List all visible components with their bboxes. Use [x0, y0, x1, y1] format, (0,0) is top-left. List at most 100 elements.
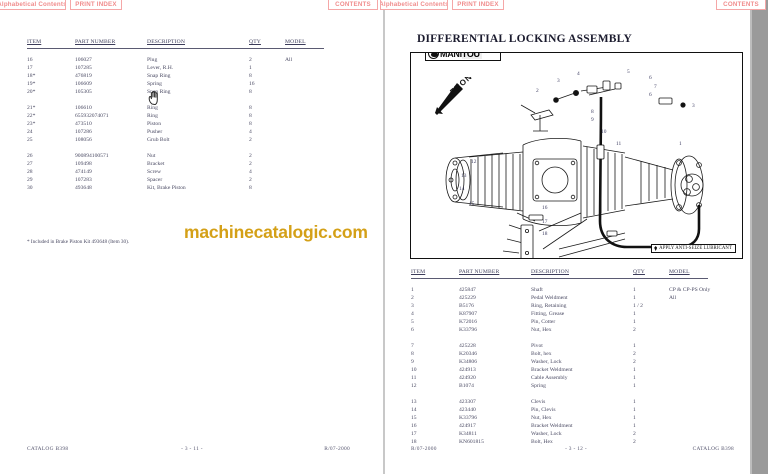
left-page-footer: CATALOG B398 - 3 - 11 - R/07-2000 — [0, 446, 384, 456]
cell-part: 476819 — [75, 73, 92, 79]
cell-desc: Piston — [147, 121, 161, 127]
col-header-model: MODEL — [669, 269, 690, 275]
cell-part: 425847 — [459, 287, 476, 293]
callout-3b: 3 — [692, 103, 695, 109]
cell-qty: 8 — [249, 185, 252, 191]
cell-qty: 1 — [633, 407, 636, 413]
col-header-desc: DESCRIPTION — [531, 269, 570, 275]
table-group-gap — [27, 144, 327, 152]
cell-qty: 2 — [633, 359, 636, 365]
assembly-figure: MANITOU FRONT — [410, 52, 743, 259]
cell-part: K20346 — [459, 351, 478, 357]
cell-qty: 2 — [633, 431, 636, 437]
cell-qty: 1 — [249, 65, 252, 71]
cell-desc: Washer, Lock — [531, 431, 562, 437]
cell-desc: Screw — [147, 169, 161, 175]
col-header-item: ITEM — [27, 39, 42, 45]
cell-qty: 2 — [249, 177, 252, 183]
cell-desc: Nut, Hex — [531, 415, 552, 421]
cell-item: 9 — [411, 359, 414, 365]
nav-print-index-left[interactable]: PRINT INDEX — [70, 0, 122, 10]
nav-contents-right[interactable]: CONTENTS — [716, 0, 766, 10]
cell-part: 106610 — [75, 105, 92, 111]
nav-alphabetical-contents-left[interactable]: Alphabetical Contents — [0, 0, 66, 10]
anti-seize-lubricant-note: APPLY ANTI-SEIZE LUBRICANT — [651, 244, 736, 253]
cell-part: 105305 — [75, 89, 92, 95]
callout-15: 15 — [469, 201, 475, 207]
cell-item: 17 — [27, 65, 33, 71]
cell-desc: Bracket — [147, 161, 165, 167]
cell-desc: Snap Ring — [147, 89, 171, 95]
top-navigation-bar: Alphabetical Contents PRINT INDEX CONTEN… — [0, 0, 768, 12]
col-header-model: MODEL — [285, 39, 306, 45]
cell-qty: 2 — [633, 327, 636, 333]
cell-item: 26 — [27, 153, 33, 159]
site-watermark: machinecatalogic.com — [184, 222, 368, 242]
anti-seize-lubricant-text: APPLY ANTI-SEIZE LUBRICANT — [659, 246, 732, 251]
callout-1: 1 — [679, 141, 682, 147]
page-gutter-divider — [383, 0, 385, 474]
table-header-row: ITEM PART NUMBER DESCRIPTION QTY MODEL — [411, 268, 711, 278]
cell-part: 493648 — [75, 185, 92, 191]
cell-qty: 2 — [633, 439, 636, 445]
cell-part: 425229 — [459, 295, 476, 301]
cell-item: 28 — [27, 169, 33, 175]
cell-qty: 1 — [633, 375, 636, 381]
assembly-title: DIFFERENTIAL LOCKING ASSEMBLY — [417, 33, 632, 45]
cell-desc: Clevis — [531, 399, 546, 405]
page-left: ITEM PART NUMBER DESCRIPTION QTY MODEL 1… — [0, 39, 384, 456]
cell-part: K33796 — [459, 415, 478, 421]
callout-18: 18 — [542, 231, 548, 237]
callout-7: 7 — [654, 84, 657, 90]
cell-desc: Bracket Weldment — [531, 367, 573, 373]
cell-part: 473510 — [75, 121, 92, 127]
cell-desc: Nut — [147, 153, 156, 159]
table-group-gap — [411, 334, 711, 342]
nav-print-index-mid[interactable]: PRINT INDEX — [452, 0, 504, 10]
cell-desc: Pin, Clevis — [531, 407, 556, 413]
cell-qty: 8 — [249, 89, 252, 95]
cell-item: 10 — [411, 367, 417, 373]
callout-17: 17 — [542, 219, 548, 225]
cell-item: 22* — [27, 113, 36, 119]
nav-alphabetical-contents-mid[interactable]: Alphabetical Contents — [380, 0, 448, 10]
cell-qty: 2 — [633, 351, 636, 357]
cell-item: 29 — [27, 177, 33, 183]
nav-contents-mid[interactable]: CONTENTS — [328, 0, 378, 10]
callout-16: 16 — [542, 205, 548, 211]
cell-desc: Spring — [147, 81, 162, 87]
cell-qty: 2 — [249, 137, 252, 143]
cell-desc: Grub Bolt — [147, 137, 170, 143]
viewer-right-border — [750, 0, 752, 474]
table-header-rule — [27, 48, 324, 49]
vertical-scrollbar[interactable] — [752, 0, 768, 474]
cell-part: 424913 — [459, 367, 476, 373]
right-parts-table: ITEM PART NUMBER DESCRIPTION QTY MODEL 1… — [411, 268, 711, 446]
page-right: DIFFERENTIAL LOCKING ASSEMBLY MANITOU FR… — [384, 0, 768, 474]
cell-desc: Bolt, hex — [531, 351, 552, 357]
cell-item: 12 — [411, 383, 417, 389]
right-footer-rev: R/07-2000 — [411, 446, 437, 452]
cell-desc: Washer, Lock — [531, 359, 562, 365]
callout-4: 4 — [577, 71, 580, 77]
cell-item: 2 — [411, 295, 414, 301]
callout-12: 12 — [471, 159, 477, 165]
manitou-logo: MANITOU — [425, 53, 501, 61]
